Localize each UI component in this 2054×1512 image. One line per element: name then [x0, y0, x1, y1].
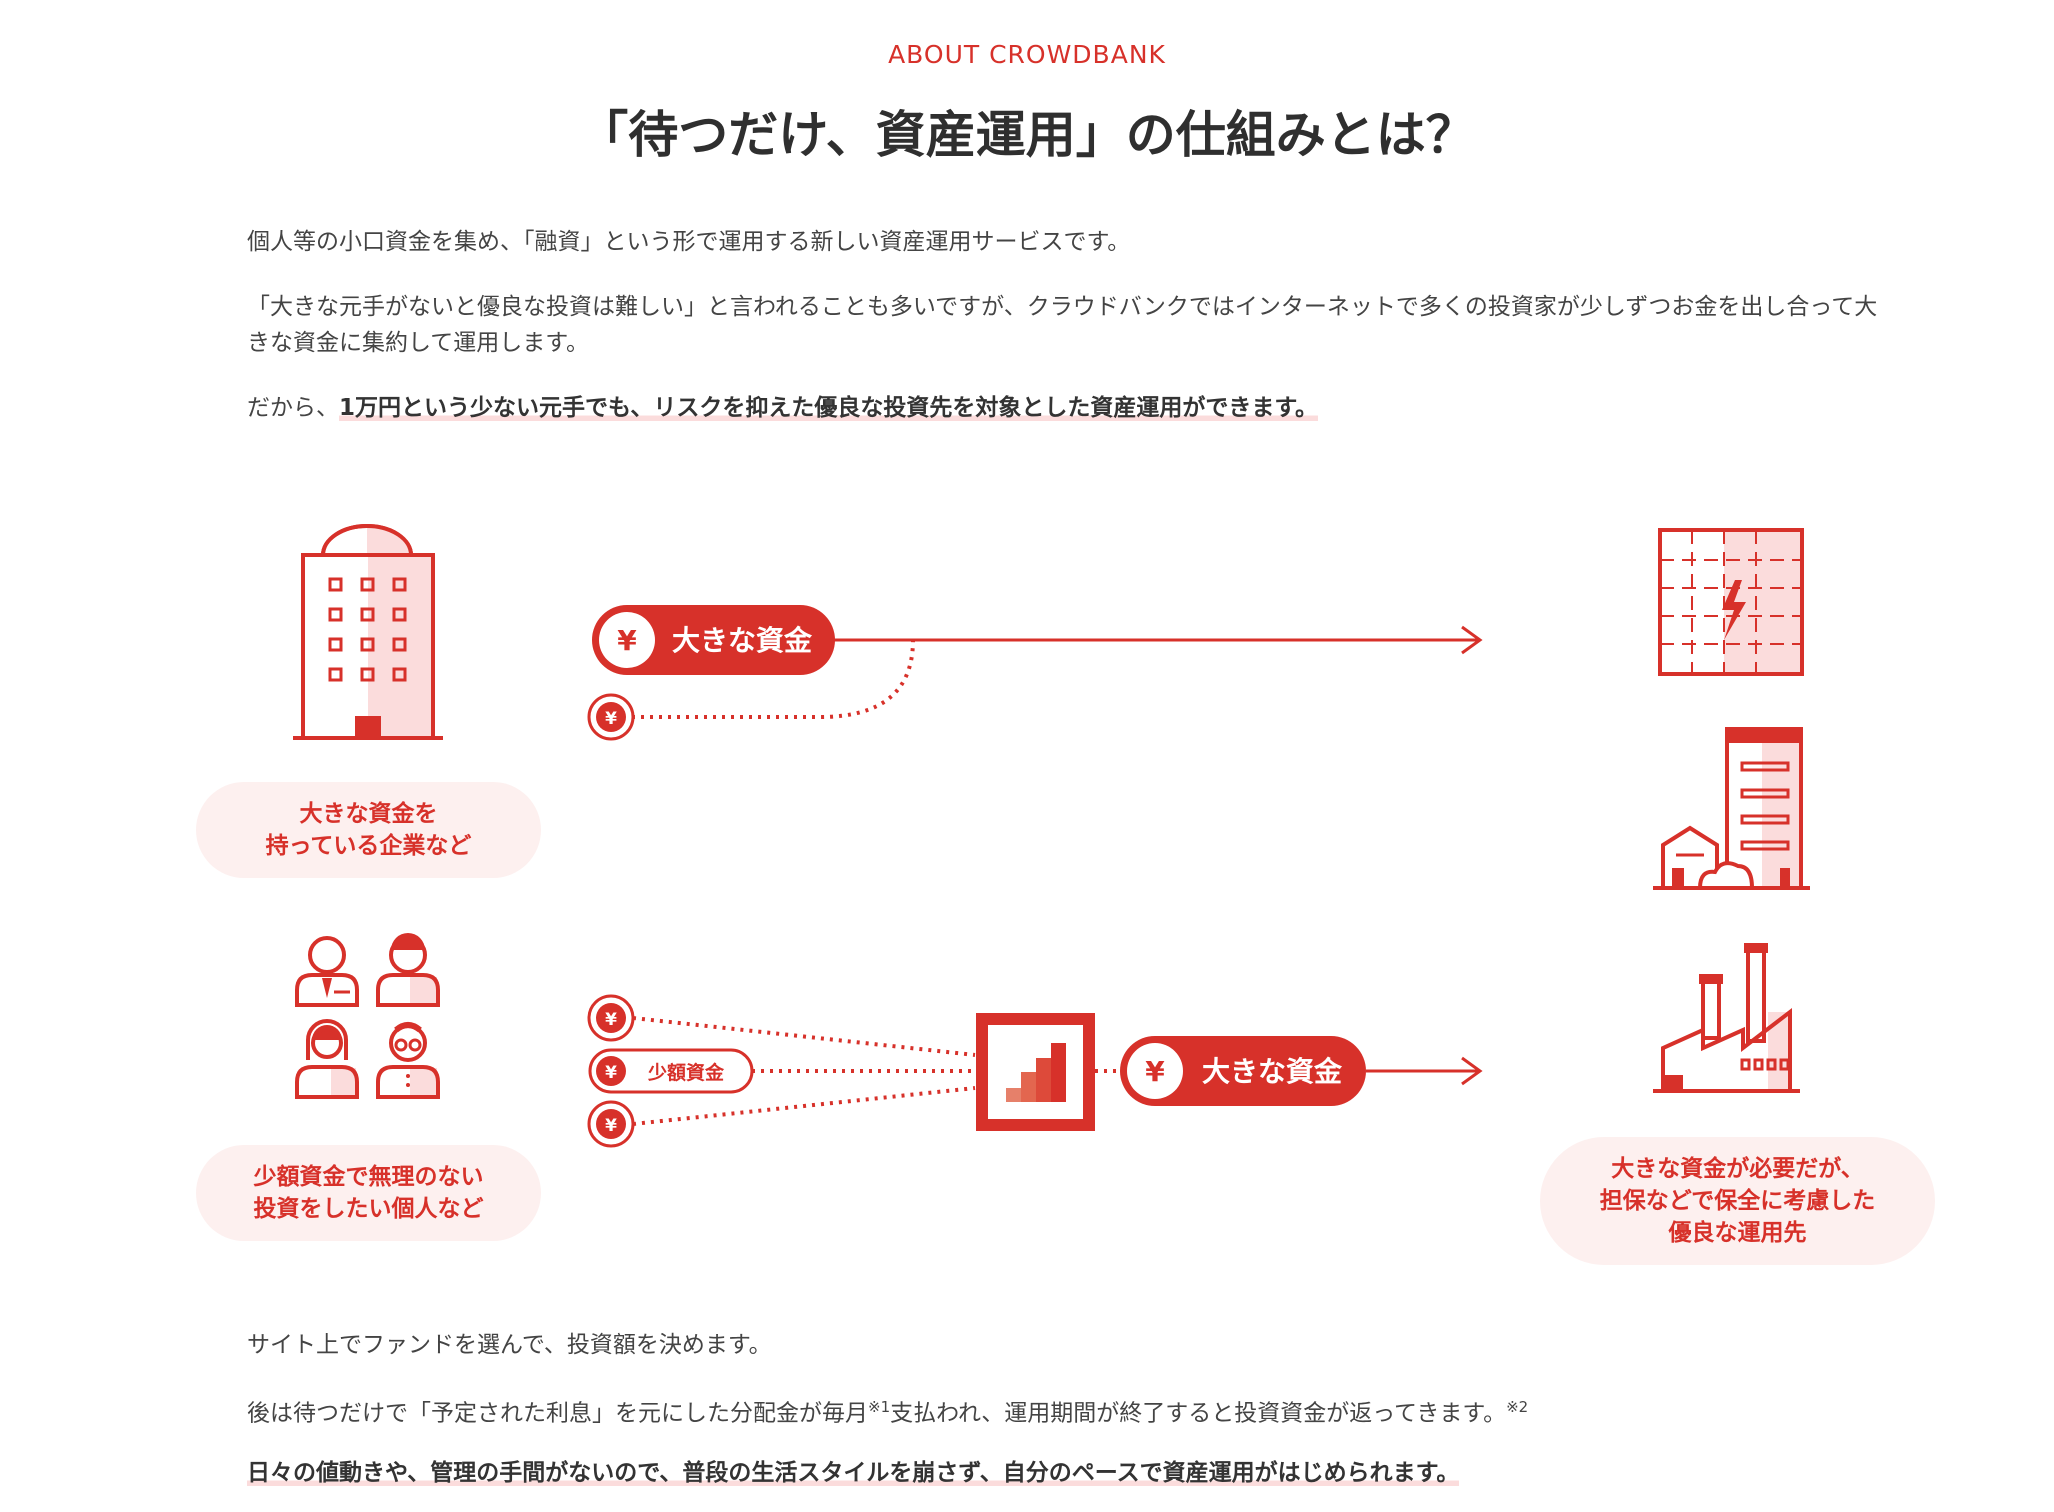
footer-highlight: 日々の値動きや、管理の手間がないので、普段の生活スタイルを崩さず、自分のペースで… — [247, 1460, 1460, 1486]
yen-icon: ¥ — [1145, 1055, 1165, 1088]
footnote-1: ※1 — [868, 1398, 891, 1416]
page-title: 「待つだけ、資産運用」の仕組みとは？ — [578, 106, 1476, 164]
intro-paragraph-2: 「大きな元手がないと優良な投資は難しい」と言われることも多いですが、クラウドバン… — [247, 294, 1878, 356]
company-caption: 大きな資金を 持っている企業など — [196, 782, 541, 878]
small-coin: ¥ — [587, 994, 635, 1042]
footnote-2: ※2 — [1506, 1398, 1529, 1416]
yen-icon: ¥ — [617, 624, 637, 657]
destination-caption: 大きな資金が必要だが、 担保などで保全に考慮した 優良な運用先 — [1540, 1137, 1935, 1265]
factory-icon — [1653, 943, 1800, 1093]
intro-paragraph-3-prefix: だから、 — [247, 395, 339, 421]
top-big-funds-pill: ¥ 大きな資金 — [592, 605, 835, 675]
yen-icon: ¥ — [605, 1063, 617, 1083]
bottom-flow-arrow — [1366, 1056, 1483, 1086]
bottom-flow-lines — [632, 1016, 1118, 1126]
section-eyebrow: ABOUT CROWDBANK — [888, 40, 1166, 69]
individual-caption: 少額資金で無理のない 投資をしたい個人など — [196, 1145, 541, 1241]
office-buildings-icon — [1653, 727, 1810, 890]
crowdbank-aggregator-icon — [976, 1013, 1095, 1131]
small-coin: ¥ — [587, 1100, 635, 1148]
bottom-pill-label: 大きな資金 — [1202, 1055, 1343, 1088]
small-funds-pill: ¥ 少額資金 — [588, 1048, 754, 1094]
footer-paragraph-2: 後は待つだけで「予定された利息」を元にした分配金が毎月※1支払われ、運用期間が終… — [247, 1389, 1887, 1432]
yen-icon: ¥ — [605, 1116, 617, 1136]
intro-highlight: 1万円という少ない元手でも、リスクを抑えた優良な投資先を対象とした資産運用ができ… — [339, 395, 1319, 421]
intro-paragraph-3: だから、1万円という少ない元手でも、リスクを抑えた優良な投資先を対象とした資産運… — [247, 390, 1887, 426]
yen-icon: ¥ — [605, 709, 617, 729]
top-small-coin: ¥ — [587, 693, 635, 741]
small-pill-label: 少額資金 — [647, 1061, 725, 1084]
bottom-big-funds-pill: ¥ 大きな資金 — [1120, 1036, 1366, 1106]
top-flow — [605, 625, 1483, 719]
footer-paragraph-2-a: 後は待つだけで「予定された利息」を元にした分配金が毎月 — [247, 1400, 868, 1427]
footer-paragraph-1: サイト上でファンドを選んで、投資額を決めます。 — [247, 1332, 772, 1358]
footer-paragraph-2-b: 支払われ、運用期間が終了すると投資資金が返ってきます。 — [890, 1400, 1507, 1427]
solar-panel-icon — [1658, 528, 1804, 676]
footer-paragraph-3: 日々の値動きや、管理の手間がないので、普段の生活スタイルを崩さず、自分のペースで… — [247, 1455, 1887, 1491]
yen-icon: ¥ — [605, 1010, 617, 1030]
company-building-icon — [293, 524, 443, 740]
people-icon — [295, 933, 440, 1099]
top-pill-label: 大きな資金 — [672, 624, 813, 657]
intro-paragraph-1: 個人等の小口資金を集め、「融資」という形で運用する新しい資産運用サービスです。 — [247, 229, 1131, 255]
